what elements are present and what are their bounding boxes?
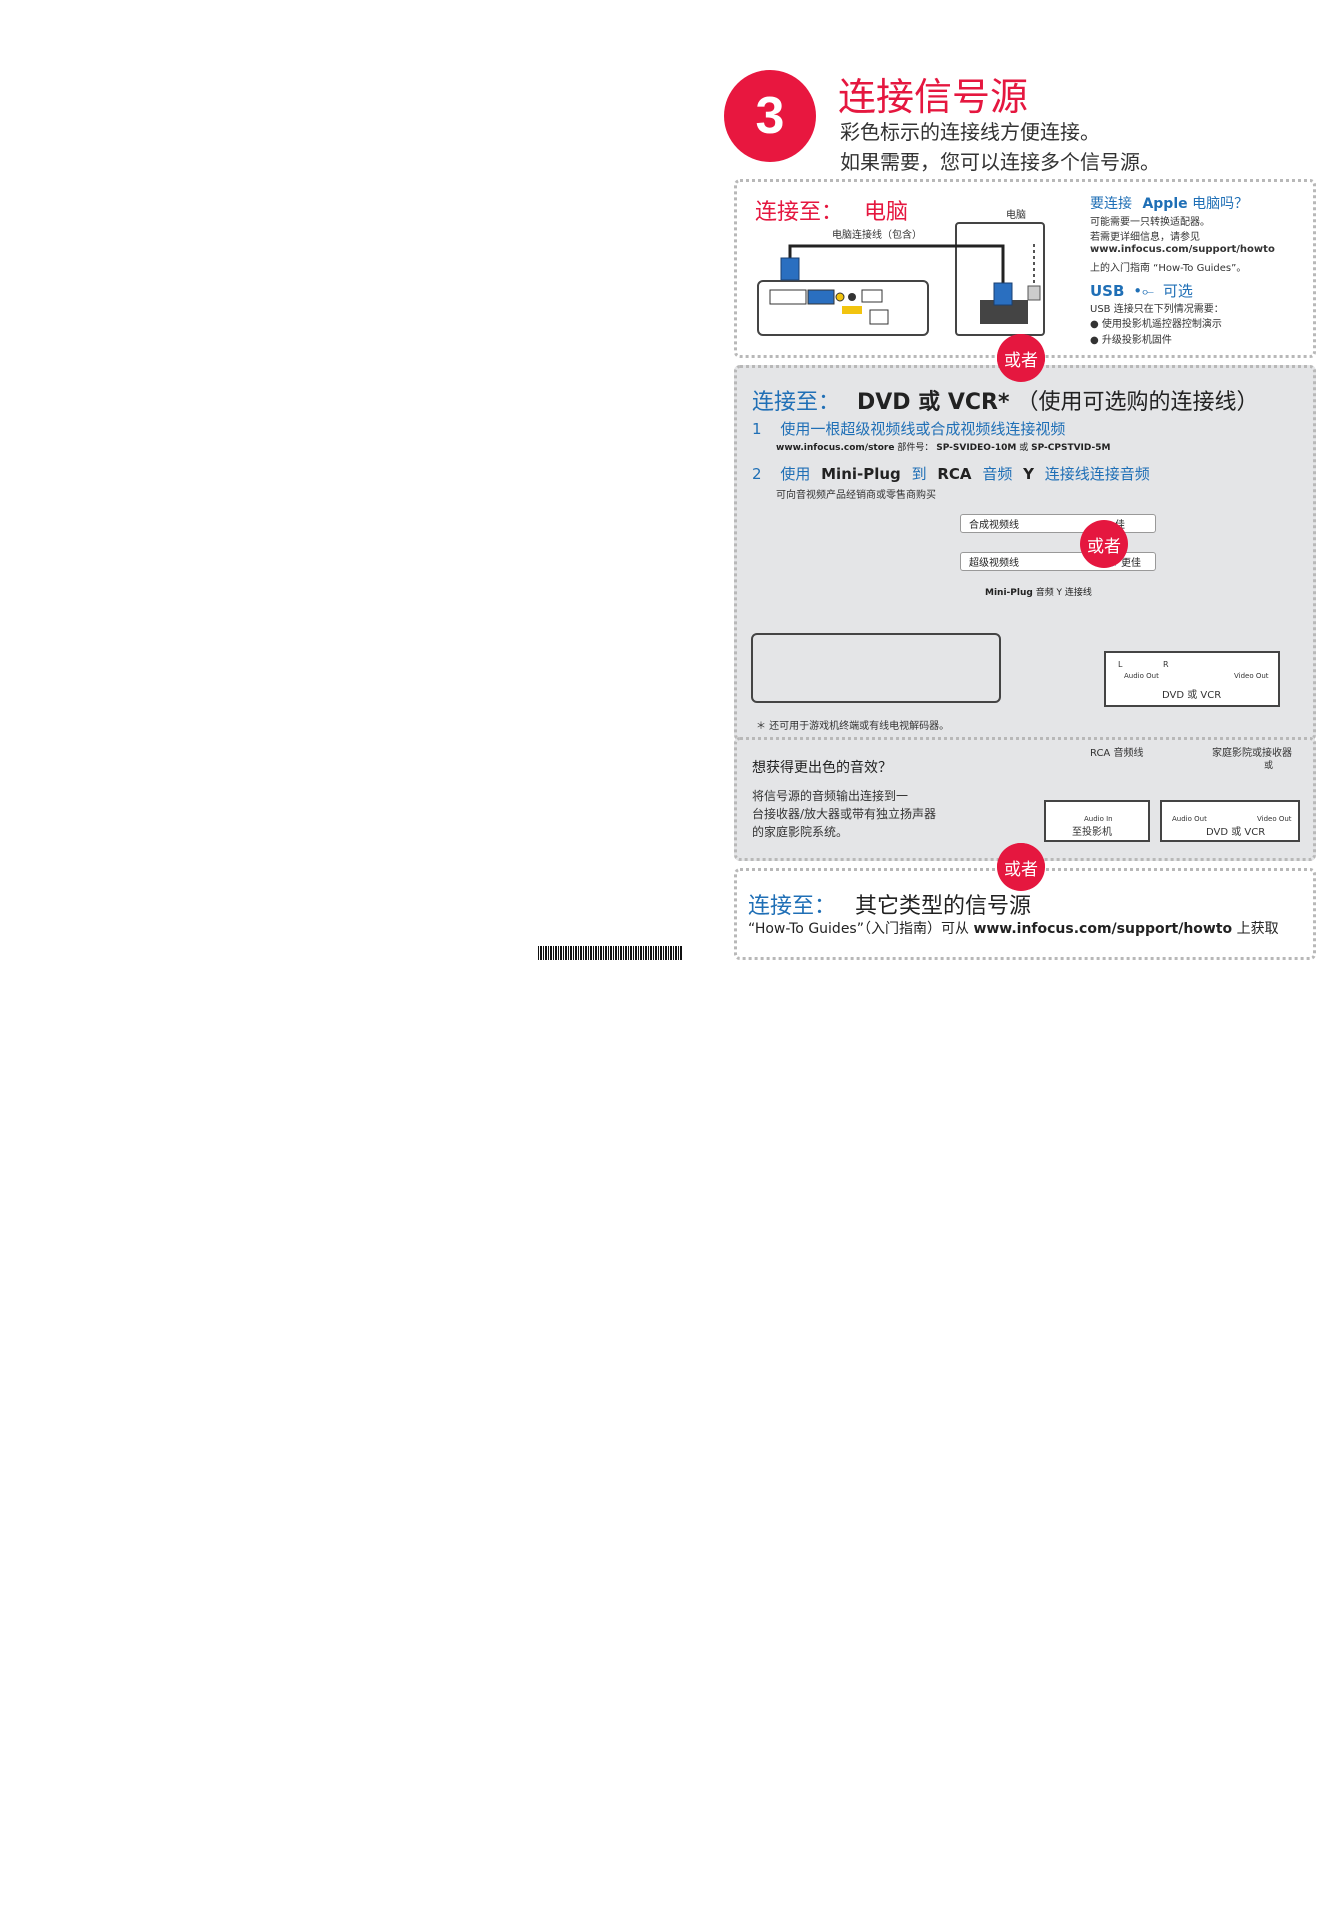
computer-heading: 连接至： 电脑: [755, 194, 908, 226]
usb-title: USB •⟜ 可选: [1090, 280, 1193, 301]
step-1-number: 1: [752, 420, 762, 438]
usb-line-1: USB 连接只在下列情况需要：: [1090, 304, 1224, 315]
computer-label: 电脑: [1006, 210, 1026, 221]
part-number-1: SP-SVIDEO-10M: [936, 443, 1017, 453]
usb-title-text: USB: [1090, 282, 1125, 300]
dvd-step-2: 2 使用 Mini-Plug 到 RCA 音频 Y 连接线连接音频: [752, 463, 1150, 484]
step-number-badge: 3: [724, 70, 816, 162]
projector-audio-box: [1044, 800, 1150, 842]
header-line-2: 如果需要，您可以连接多个信号源。: [840, 150, 1160, 174]
usb-bullet-1: ● 使用投影机遥控器控制演示: [1090, 319, 1222, 330]
composite-cable-label: 合成视频线 ★ 佳: [960, 514, 1156, 533]
audio-title: 想获得更出色的音效？: [752, 760, 892, 776]
audio-in-label: Audio In: [1084, 815, 1113, 823]
apple-line-1: 可能需要一只转换适配器。: [1090, 217, 1210, 228]
heading-target: 电脑: [864, 200, 909, 225]
or-badge-2-top: 或者: [997, 843, 1045, 891]
rca-cable-label: RCA 音频线: [1090, 748, 1144, 759]
dvd-footnote: ＊ 还可用于游戏机终端或有线电视解码器。: [756, 721, 950, 732]
svideo-rating: ★★ 更佳: [1099, 558, 1141, 569]
step-2-c: 到: [911, 465, 927, 483]
svideo-label: 超级视频线: [969, 558, 1019, 569]
step-2-b: Mini-Plug: [821, 465, 901, 483]
or-badge-1-top: 或者: [997, 334, 1045, 382]
usb-optional: 可选: [1162, 282, 1193, 300]
usb-bullet-2: ● 升级投影机固件: [1090, 335, 1172, 346]
receiver-label: 家庭影院或接收器: [1212, 748, 1292, 759]
dvd-audio-box: [1160, 800, 1300, 842]
computer-cable-label: 电脑连接线（包含）: [832, 230, 922, 241]
apple-line-2: 若需更详细信息，请参见: [1090, 232, 1200, 243]
step-2-number: 2: [752, 465, 762, 483]
miniplug-label-a: Mini-Plug: [985, 588, 1033, 598]
audio-section-device-label: DVD 或 VCR: [1206, 827, 1266, 838]
heading-prefix: 连接至：: [748, 894, 837, 919]
receiver-sub: 或: [1264, 761, 1274, 771]
heading-target: DVD 或 VCR*: [857, 390, 1010, 415]
part-label: 部件号：: [897, 443, 934, 453]
miniplug-label-b: 音频 Y 连接线: [1035, 588, 1092, 598]
dvd-lr-l: L: [1118, 660, 1123, 669]
dvd-device-label: DVD 或 VCR: [1162, 690, 1222, 701]
page-title: 连接信号源: [838, 75, 1029, 119]
header-line-1: 彩色标示的连接线方便连接。: [840, 120, 1100, 144]
miniplug-label: Mini-Plug 音频 Y 连接线: [985, 585, 1092, 598]
other-text-b: 上获取: [1236, 921, 1279, 937]
heading-prefix: 连接至：: [755, 200, 844, 225]
heading-prefix: 连接至：: [752, 390, 841, 415]
other-text-a: “How-To Guides”（入门指南）可从: [748, 921, 969, 937]
howto-url[interactable]: www.infocus.com/support/howto: [973, 921, 1233, 937]
dvd-audio-out: Audio Out: [1124, 672, 1159, 680]
step-2-d: RCA: [937, 465, 972, 483]
step-2-a: 使用: [780, 465, 811, 483]
heading-suffix: （使用可选购的连接线）: [1016, 390, 1259, 415]
audio-section-video-out: Video Out: [1257, 815, 1292, 823]
dvd-lr-r: R: [1163, 660, 1169, 669]
step-2-f: Y: [1023, 465, 1034, 483]
composite-label: 合成视频线: [969, 520, 1019, 531]
part-number-2: SP-CPSTVID-5M: [1031, 443, 1111, 453]
to-projector-label: 至投影机: [1072, 827, 1112, 838]
step-2-e: 音频: [982, 465, 1013, 483]
part-or: 或: [1019, 443, 1029, 453]
apple-title-a: 要连接: [1090, 196, 1132, 212]
dvd-heading: 连接至： DVD 或 VCR* （使用可选购的连接线）: [752, 384, 1259, 416]
audio-desc-2: 台接收器/放大器或带有独立扬声器: [752, 807, 937, 821]
apple-url[interactable]: www.infocus.com/support/howto: [1090, 244, 1275, 255]
dvd-step-2-note: 可向音视频产品经销商或零售商购买: [776, 490, 936, 501]
audio-desc-3: 的家庭影院系统。: [752, 825, 849, 839]
barcode: [538, 946, 682, 960]
other-text: “How-To Guides”（入门指南）可从 www.infocus.com/…: [748, 918, 1279, 938]
svideo-cable-label: 超级视频线 ★★ 更佳: [960, 552, 1156, 571]
projector-illustration-2: [751, 633, 1001, 703]
other-heading: 连接至： 其它类型的信号源: [748, 888, 1031, 920]
step-2-g: 连接线连接音频: [1044, 465, 1150, 483]
step-1-text: 使用一根超级视频线或合成视频线连接视频: [780, 420, 1066, 438]
dvd-device: [1104, 651, 1280, 707]
step-number: 3: [755, 87, 785, 145]
dvd-video-out: Video Out: [1234, 672, 1269, 680]
audio-desc-1: 将信号源的音频输出连接到一: [752, 789, 909, 803]
apple-title-c: 电脑吗？: [1192, 196, 1249, 212]
usb-icon: •⟜: [1133, 282, 1155, 300]
apple-line-3: 上的入门指南 “How-To Guides”。: [1090, 263, 1247, 274]
audio-section-audio-out: Audio Out: [1172, 815, 1207, 823]
dvd-step-1-parts: www.infocus.com/store 部件号： SP-SVIDEO-10M…: [776, 440, 1111, 453]
dvd-step-1: 1 使用一根超级视频线或合成视频线连接视频: [752, 418, 1065, 439]
or-badge-cable: 或者: [1080, 520, 1128, 568]
heading-target: 其它类型的信号源: [855, 894, 1032, 919]
apple-title-b: Apple: [1142, 196, 1188, 212]
store-url[interactable]: www.infocus.com/store: [776, 443, 895, 453]
apple-title: 要连接 Apple 电脑吗？: [1090, 193, 1248, 213]
